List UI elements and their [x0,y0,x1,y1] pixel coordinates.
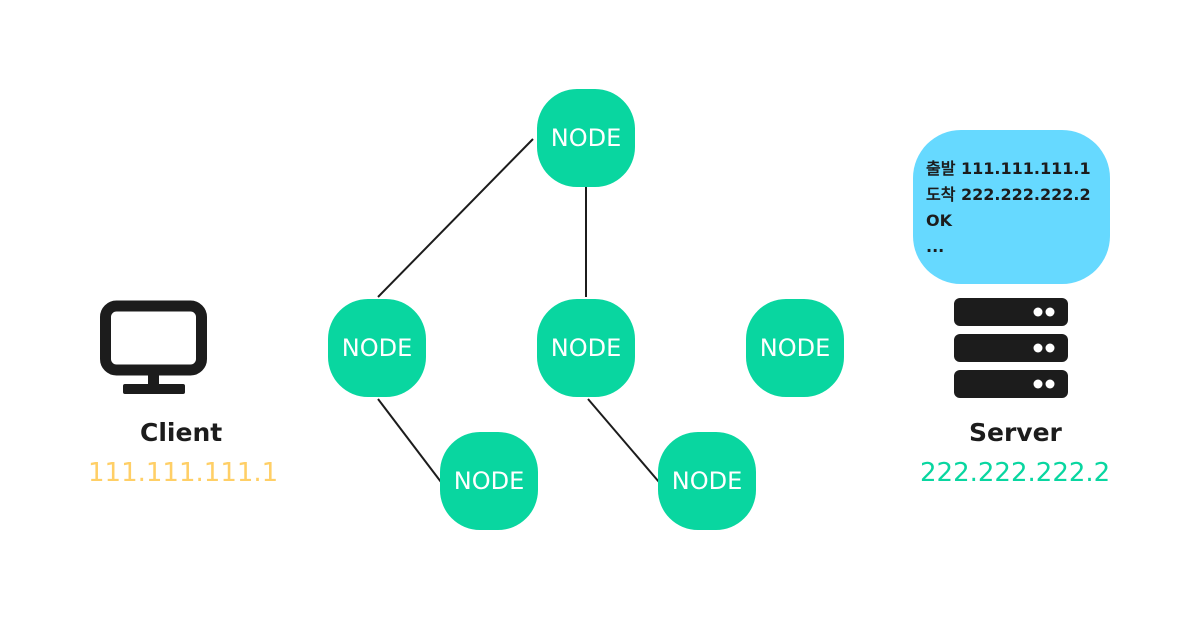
message-line: 출발 111.111.111.1 [926,159,1091,178]
edge-left-bottom-left [377,398,442,483]
node-center: NODE [537,299,635,397]
server-ip: 222.222.222.2 [920,458,1111,488]
edge-center-bottom-center [587,398,660,483]
monitor-icon [100,300,207,394]
client-name: Client [140,418,223,447]
edge-top-left [377,138,534,298]
server-name: Server [969,418,1062,447]
message-bubble: 출발 111.111.111.1 도착 222.222.222.2 OK ... [913,130,1110,284]
node-left: NODE [328,299,426,397]
node-right: NODE [746,299,844,397]
server-rack-icon [954,298,1068,398]
message-line: OK [926,211,952,230]
message-line: ... [926,237,945,256]
node-top: NODE [537,89,635,187]
message-line: 도착 222.222.222.2 [926,185,1091,204]
node-bottom-left: NODE [440,432,538,530]
node-bottom-center: NODE [658,432,756,530]
client-ip: 111.111.111.1 [88,458,279,488]
